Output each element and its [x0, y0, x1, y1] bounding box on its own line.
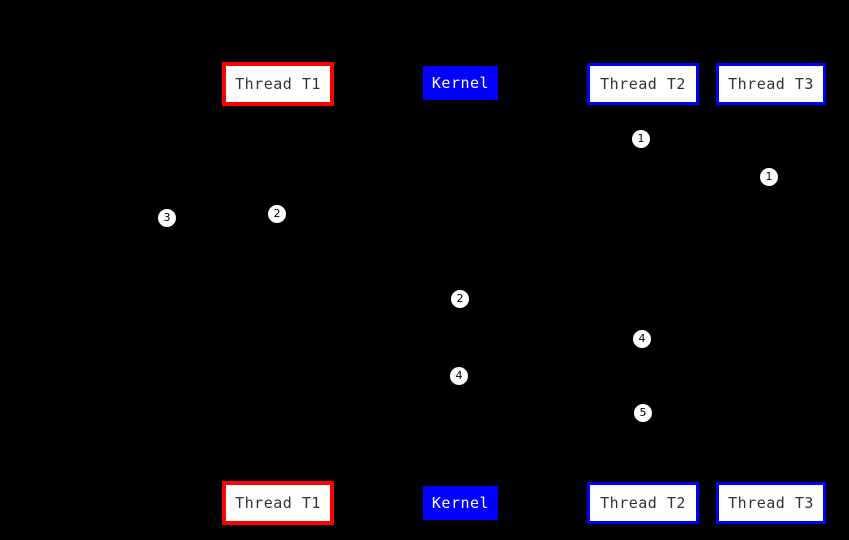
message-arrow-2: [771, 177, 799, 178]
step-marker-5: 2: [451, 290, 469, 308]
lifeline-thread-t1: [278, 106, 279, 481]
step-marker-3: 3: [158, 209, 176, 227]
participant-label: Thread T2: [600, 493, 686, 512]
step-marker-4: 2: [268, 205, 286, 223]
participant-box-thread-t1-top[interactable]: Thread T1: [222, 62, 334, 106]
lifeline-thread-t2: [643, 105, 644, 482]
participant-box-thread-t3-bottom[interactable]: Thread T3: [716, 482, 826, 524]
step-marker-2: 1: [760, 168, 778, 186]
participant-label: Thread T1: [235, 493, 321, 512]
message-arrow-8: [643, 413, 671, 414]
participant-label: Kernel: [431, 493, 490, 512]
step-marker-8: 5: [634, 404, 652, 422]
participant-label: Thread T1: [235, 74, 321, 93]
step-marker-7: 4: [450, 367, 468, 385]
participant-box-thread-t1-bottom[interactable]: Thread T1: [222, 481, 334, 525]
participant-box-kernel-top[interactable]: Kernel: [423, 66, 498, 100]
message-arrow-3: [167, 218, 278, 219]
message-arrow-4: [278, 214, 306, 215]
participant-box-kernel-bottom[interactable]: Kernel: [423, 486, 498, 520]
step-marker-6: 4: [633, 330, 651, 348]
participant-label: Thread T3: [728, 493, 814, 512]
participant-box-thread-t2-bottom[interactable]: Thread T2: [587, 482, 699, 524]
participant-label: Thread T3: [728, 74, 814, 93]
participant-box-thread-t2-top[interactable]: Thread T2: [587, 63, 699, 105]
participant-label: Kernel: [431, 73, 490, 92]
message-arrow-5: [460, 299, 488, 300]
message-arrow-7: [460, 376, 488, 377]
message-arrow-6: [643, 339, 671, 340]
step-marker-1: 1: [632, 130, 650, 148]
participant-box-thread-t3-top[interactable]: Thread T3: [716, 63, 826, 105]
participant-label: Thread T2: [600, 74, 686, 93]
message-arrow-1: [643, 139, 671, 140]
lifeline-thread-t3: [771, 105, 772, 482]
